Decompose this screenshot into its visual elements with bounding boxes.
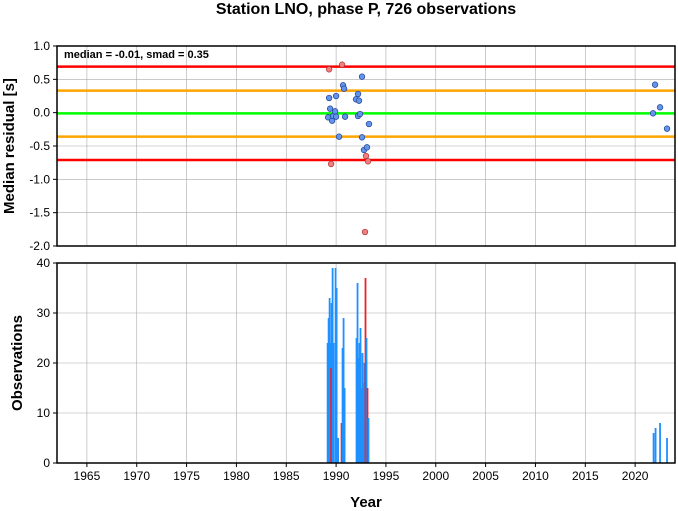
- observation-bar: [332, 343, 335, 463]
- observation-bar: [356, 283, 359, 463]
- observation-bar: [341, 348, 344, 463]
- x-tick-label: 2015: [572, 469, 599, 483]
- outlier-point: [327, 160, 335, 168]
- residual-point: [656, 104, 664, 111]
- residual-y-tick-label: 0.0: [33, 106, 50, 120]
- median-smad-annotation: median = -0.01, smad = 0.35: [64, 49, 209, 61]
- residual-y-tick-label: 1.0: [33, 39, 50, 53]
- residual-point: [354, 90, 362, 98]
- observation-bar: [363, 363, 366, 463]
- residual-point: [356, 110, 364, 118]
- residual-y-tick-label: -1.0: [29, 172, 50, 186]
- residual-point: [335, 133, 343, 140]
- observation-bar: [666, 438, 668, 463]
- observation-bar: [326, 343, 329, 463]
- residual-y-axis-label: Median residual [s]: [1, 78, 18, 214]
- observation-bar: [342, 318, 345, 463]
- residual-point: [358, 73, 366, 80]
- x-tick-label: 1975: [173, 469, 200, 483]
- observation-bar: [328, 298, 331, 463]
- observation-bar: [327, 318, 330, 463]
- observations-y-tick-label: 0: [43, 456, 50, 470]
- observations-y-tick-label: 40: [37, 256, 51, 270]
- x-tick-label: 2000: [422, 469, 449, 483]
- observation-bar: [365, 338, 368, 463]
- year-x-ticks: 1965 1970 1975 1980 1985 1990 1995 2000 2005 2010…: [74, 463, 649, 483]
- observations-y-tick-label: 20: [37, 356, 51, 370]
- observation-bar: [340, 423, 343, 463]
- observations-y-tick-label: 30: [37, 306, 51, 320]
- outlier-point: [361, 228, 369, 236]
- residual-point: [325, 94, 333, 102]
- residual-y-tick-label: -1.5: [29, 206, 50, 220]
- residual-y-ticks: 1.0 0.5 0.0 -0.5 -1.0 -1.5 -2.0: [29, 39, 57, 253]
- outlier-point: [364, 158, 372, 165]
- residual-y-tick-label: 0.5: [33, 72, 50, 86]
- observation-bar: [360, 388, 363, 463]
- observation-bar: [334, 268, 337, 463]
- observation-bar: [330, 368, 333, 463]
- observation-bar: [357, 358, 360, 463]
- residual-point: [340, 85, 348, 92]
- outlier-point: [325, 66, 333, 73]
- residual-point: [663, 125, 671, 132]
- residual-y-tick-label: -2.0: [29, 239, 50, 253]
- observation-bar: [335, 288, 338, 463]
- x-tick-label: 1990: [323, 469, 350, 483]
- observation-bar: [654, 428, 657, 463]
- x-tick-label: 2010: [522, 469, 549, 483]
- residual-point: [332, 113, 340, 120]
- residual-point: [649, 110, 657, 117]
- observation-bar: [366, 388, 369, 463]
- residual-points: [324, 61, 671, 236]
- x-tick-label: 1985: [273, 469, 300, 483]
- observations-y-axis-label: Observations: [9, 315, 26, 411]
- residual-point: [355, 97, 363, 104]
- residual-y-tick-label: -0.5: [29, 139, 50, 153]
- x-tick-label: 2020: [622, 469, 649, 483]
- observation-bar: [367, 418, 370, 463]
- residual-point: [358, 134, 366, 141]
- year-x-axis-label: Year: [350, 494, 382, 511]
- residual-point: [651, 81, 659, 88]
- observation-bar: [358, 343, 361, 463]
- residual-point: [332, 92, 340, 100]
- observation-bar: [659, 423, 661, 463]
- residual-point: [331, 108, 339, 115]
- observation-bar: [652, 433, 655, 463]
- x-tick-label: 2005: [472, 469, 499, 483]
- observation-bar: [359, 328, 362, 463]
- residual-point: [363, 144, 371, 151]
- observation-bar: [343, 388, 346, 463]
- observation-bar: [355, 338, 358, 463]
- residual-point: [365, 120, 373, 128]
- residual-point: [341, 113, 349, 120]
- x-tick-label: 1965: [74, 469, 101, 483]
- x-tick-label: 1995: [373, 469, 400, 483]
- outlier-point: [362, 152, 370, 160]
- x-tick-label: 1980: [223, 469, 250, 483]
- observation-bar: [337, 438, 339, 463]
- chart-title: Station LNO, phase P, 726 observations: [216, 1, 516, 18]
- residual-point: [326, 105, 334, 112]
- outlier-point: [338, 61, 346, 68]
- observation-bar: [364, 278, 367, 463]
- observation-bars: [326, 268, 668, 463]
- observation-bar: [361, 353, 364, 463]
- observations-y-tick-label: 10: [37, 406, 51, 420]
- observation-bar: [362, 383, 365, 463]
- observation-bar: [331, 268, 334, 463]
- observations-y-ticks: 0 10 20 30 40: [37, 256, 57, 470]
- x-tick-label: 1970: [123, 469, 150, 483]
